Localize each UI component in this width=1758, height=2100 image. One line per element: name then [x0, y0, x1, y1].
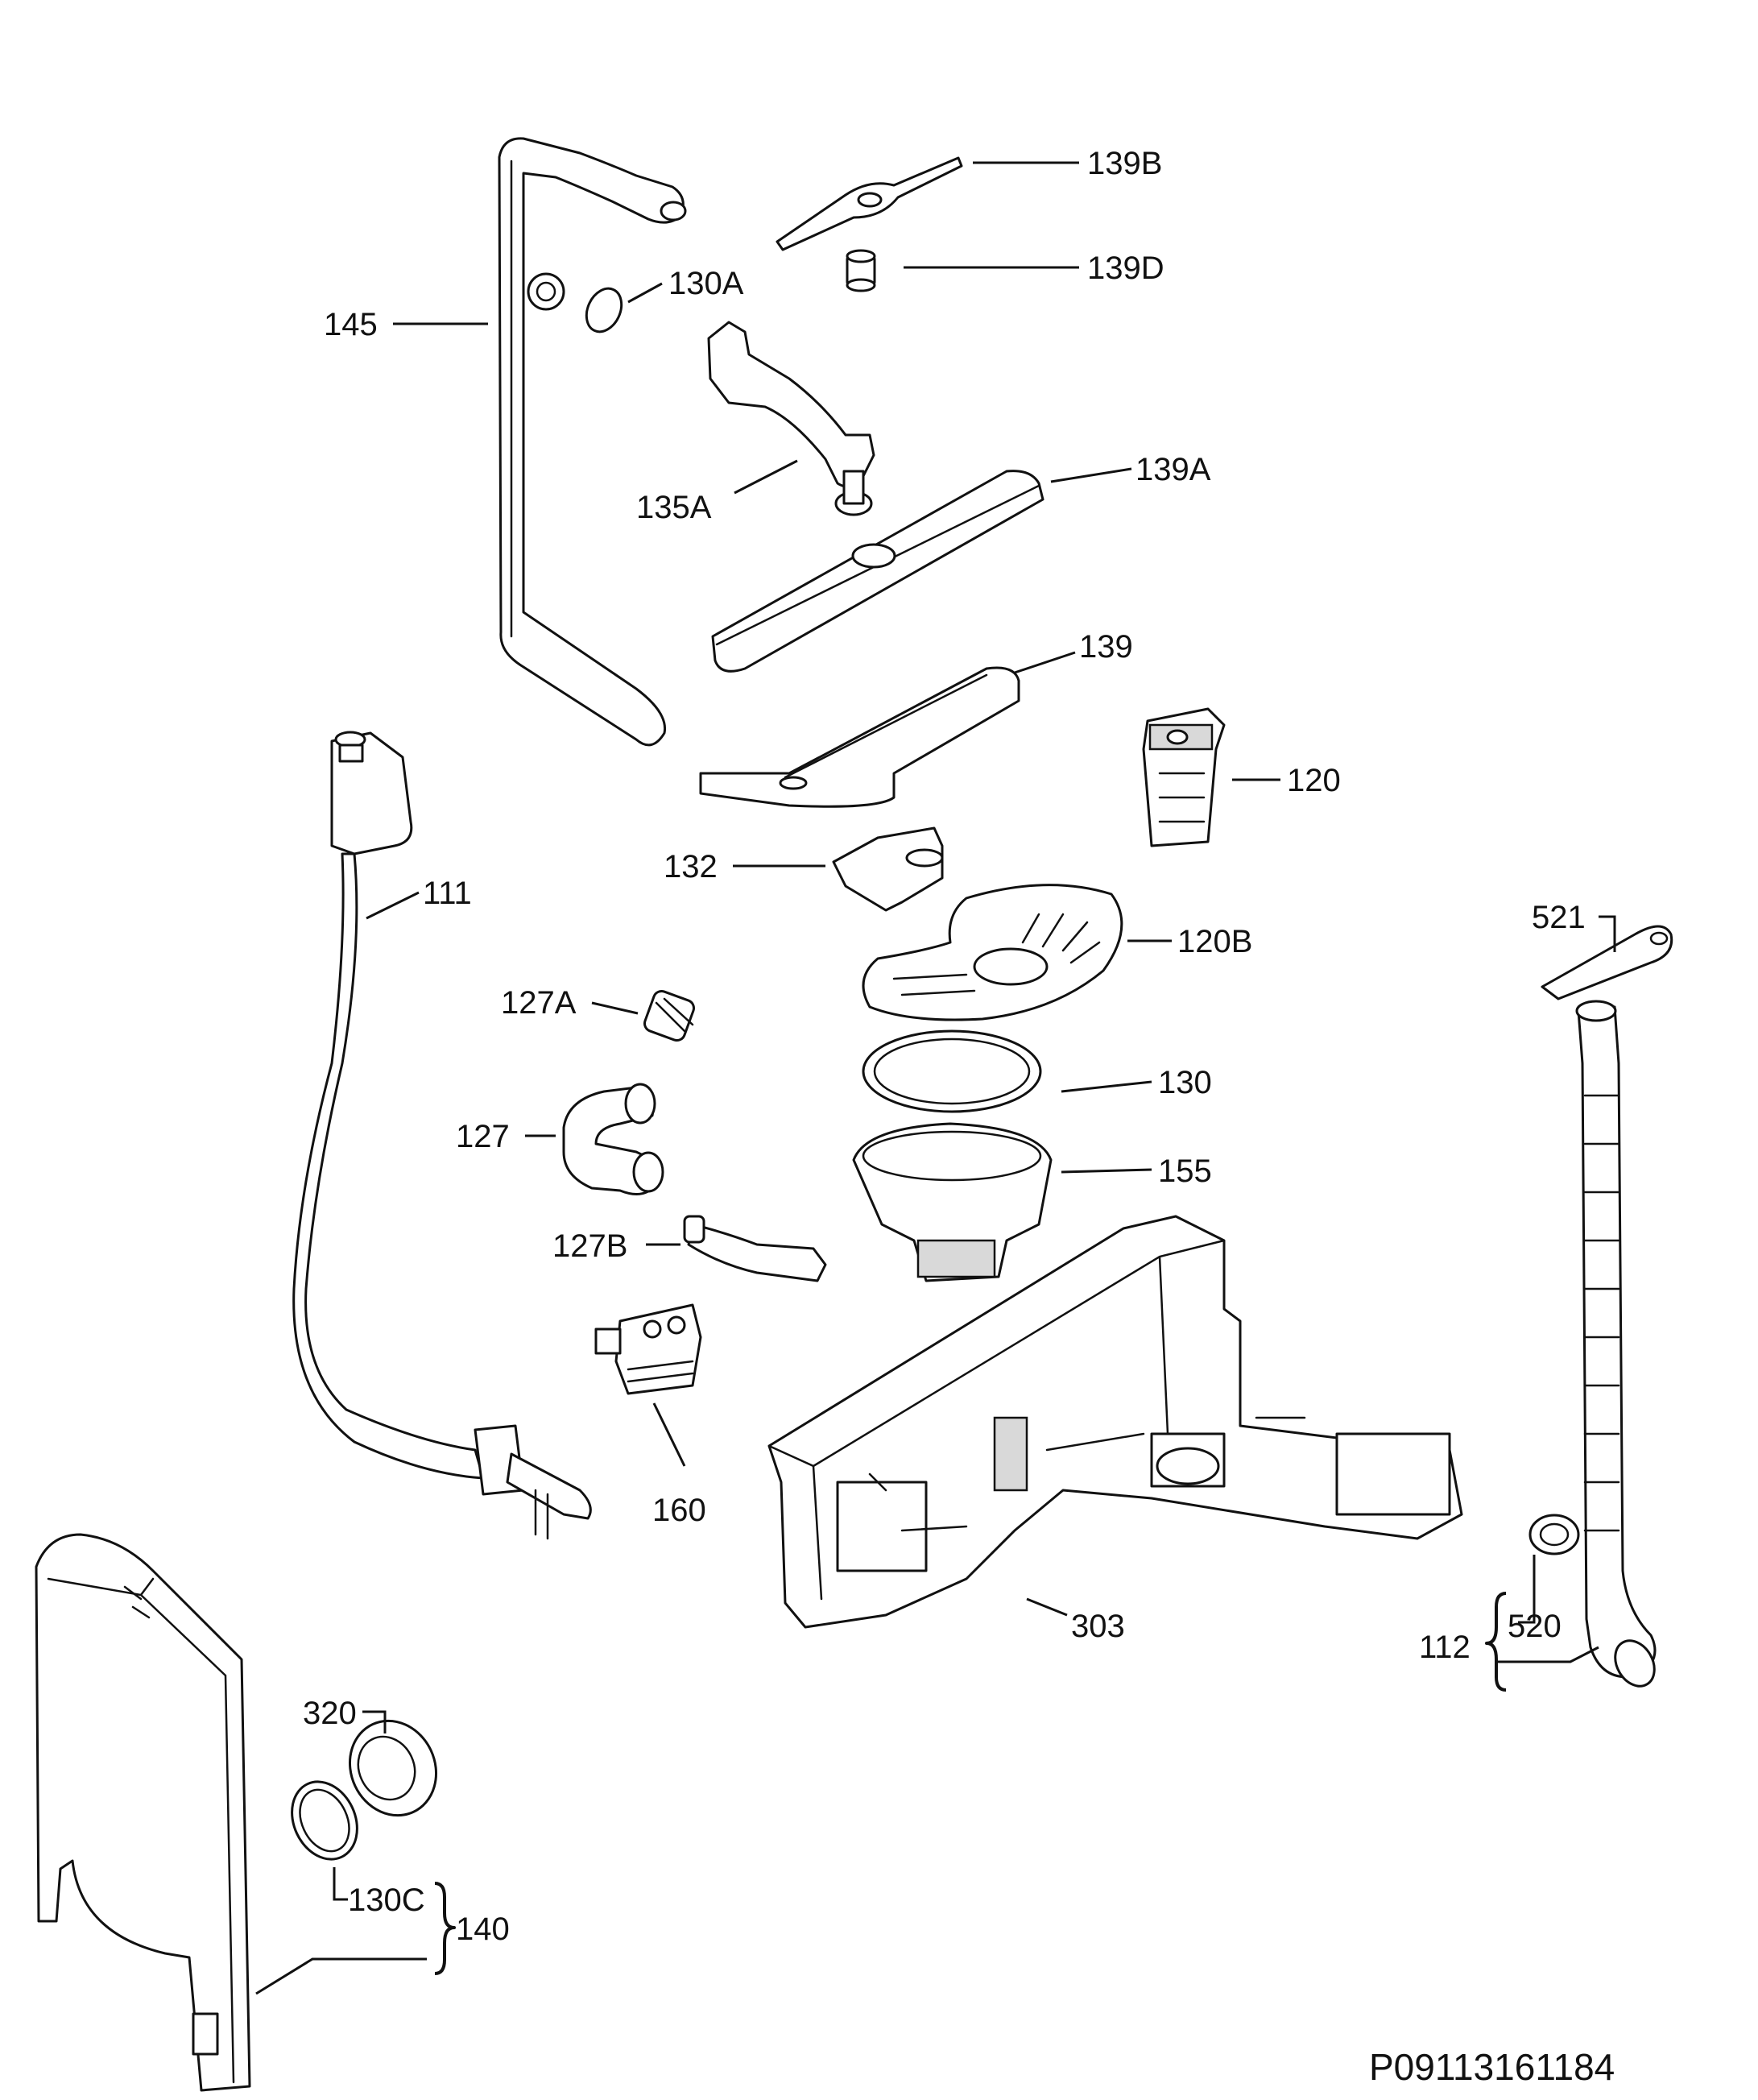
- label-155: 155: [1158, 1154, 1212, 1189]
- leader-139: [1014, 651, 1076, 674]
- part-139D-nut: [846, 249, 876, 292]
- leader-130C: [333, 1867, 348, 1901]
- part-130C-gasket: [291, 1780, 358, 1861]
- label-texts: 139B 139D 130A 145 139A 135A 139 120 132…: [303, 146, 1586, 1947]
- label-130C: 130C: [348, 1883, 425, 1918]
- leader-320: [362, 1710, 387, 1733]
- label-120: 120: [1287, 763, 1341, 798]
- leader-127A: [591, 1001, 639, 1015]
- label-111: 111: [423, 876, 472, 911]
- leader-521: [1599, 915, 1616, 952]
- label-130: 130: [1158, 1065, 1212, 1100]
- leader-139A: [1050, 467, 1132, 483]
- part-145-supply-pipe: [498, 137, 687, 747]
- part-120-filter: [1142, 707, 1226, 847]
- label-320: 320: [303, 1696, 357, 1731]
- label-303: 303: [1071, 1609, 1125, 1644]
- label-127B: 127B: [552, 1228, 627, 1264]
- label-139B: 139B: [1087, 146, 1162, 181]
- part-127-elbow: [562, 1083, 664, 1195]
- part-130A-o-ring: [585, 287, 623, 333]
- label-135A: 135A: [636, 490, 712, 525]
- label-140: 140: [456, 1912, 510, 1947]
- part-139B-top-spray-arm: [776, 156, 963, 251]
- label-521: 521: [1532, 900, 1586, 935]
- label-520: 520: [1508, 1609, 1562, 1644]
- label-127: 127: [456, 1119, 510, 1154]
- leader-130: [1061, 1080, 1152, 1093]
- label-120B: 120B: [1177, 924, 1252, 959]
- part-120B-filter-plate: [862, 884, 1123, 1021]
- part-320-nut-ring: [348, 1719, 438, 1817]
- part-303-base-tray: [767, 1215, 1463, 1629]
- part-521-hose-clip: [1541, 925, 1673, 1000]
- brace-112: [1485, 1592, 1507, 1692]
- label-127A: 127A: [501, 985, 577, 1021]
- label-132: 132: [664, 849, 718, 884]
- leader-140: [255, 1957, 427, 1995]
- part-155-sump: [852, 1122, 1053, 1282]
- label-139: 139: [1079, 629, 1133, 665]
- label-112: 112: [1419, 1630, 1471, 1665]
- part-160-pressure-switch: [594, 1303, 702, 1395]
- part-127B-hose-piece: [683, 1215, 827, 1282]
- leader-160: [652, 1402, 686, 1467]
- label-139A: 139A: [1135, 452, 1211, 487]
- leader-111: [366, 891, 420, 920]
- part-140-side-panel: [35, 1533, 251, 2092]
- leader-112: [1498, 1646, 1599, 1663]
- part-139A-middle-spray-arm: [711, 470, 1044, 673]
- leader-303: [1026, 1597, 1068, 1617]
- label-145: 145: [324, 307, 378, 342]
- brace-140: [434, 1882, 456, 1975]
- leader-520: [1518, 1555, 1536, 1624]
- label-139D: 139D: [1087, 251, 1164, 286]
- part-127A-sleeve: [643, 989, 696, 1042]
- leader-130A: [627, 282, 663, 304]
- leader-135A: [734, 459, 798, 495]
- part-111-inlet-hose: [292, 731, 592, 1540]
- label-160: 160: [652, 1493, 706, 1528]
- leader-lines: [255, 161, 1616, 1995]
- leader-155: [1061, 1168, 1152, 1174]
- part-130-seal: [862, 1029, 1042, 1113]
- part-139-lower-spray-arm: [699, 666, 1020, 808]
- part-132-deflector: [832, 826, 944, 912]
- part-135A-upper-arm-feed: [707, 321, 875, 516]
- label-130A: 130A: [668, 266, 744, 301]
- diagram-reference-code: P09113161184: [1369, 2046, 1615, 2088]
- part-112-drain-hose: [1575, 1000, 1657, 1688]
- part-520-hose-clamp: [1528, 1514, 1580, 1555]
